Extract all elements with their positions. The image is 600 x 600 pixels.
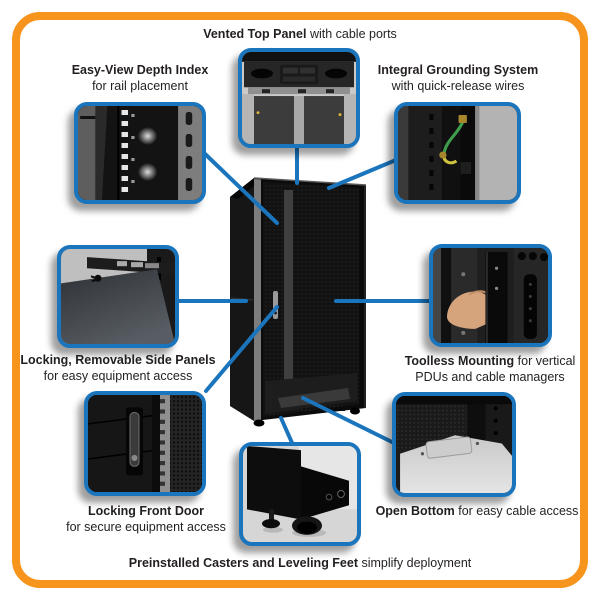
front-door-label-line2: for secure equipment access (66, 520, 226, 534)
hand (446, 291, 490, 329)
door-handle (129, 412, 140, 467)
toolless-mounting-photo (429, 244, 552, 347)
toolless-label-title: Toolless Mounting (404, 354, 515, 368)
grounding-label: Integral Grounding System with quick-rel… (348, 62, 568, 94)
open-bottom-label-title: Open Bottom (375, 504, 455, 518)
rack-caster (350, 407, 360, 415)
vented-top-label-rest: with cable ports (306, 27, 397, 41)
side-panels-photo (57, 245, 179, 348)
casters-label-rest: simplify deployment (358, 556, 472, 570)
toolless-label-rest: for vertical (514, 354, 576, 368)
connector-open-bottom (301, 396, 398, 446)
front-door-label-title: Locking Front Door (88, 504, 204, 518)
side-panels-label: Locking, Removable Side Panels for easy … (4, 352, 232, 384)
toolless-label: Toolless Mounting for vertical PDUs and … (376, 353, 600, 385)
cable-bracket (425, 436, 473, 459)
depth-index-label-line2: for rail placement (92, 79, 188, 93)
vented-top-label: Vented Top Panel with cable ports (0, 26, 600, 42)
open-bottom-label: Open Bottom for easy cable access (362, 503, 592, 519)
casters-photo (239, 442, 361, 546)
depth-index-photo (74, 102, 206, 204)
mesh-panel (170, 395, 202, 492)
depth-index-label: Easy-View Depth Index for rail placement (30, 62, 250, 94)
leveling-foot (262, 519, 280, 529)
open-bottom-label-rest: for easy cable access (454, 504, 579, 518)
grounding-label-title: Integral Grounding System (377, 63, 539, 77)
open-bottom-photo (392, 392, 516, 497)
pdu-bracket (485, 252, 508, 343)
rack-vent-column (284, 190, 293, 409)
side-panel-surface (61, 269, 175, 344)
grounding-photo (394, 102, 521, 204)
cabinet-corner (247, 446, 301, 520)
rack-caster (253, 419, 265, 427)
casters-label: Preinstalled Casters and Leveling Feet s… (0, 555, 600, 571)
front-door-photo (84, 391, 206, 496)
toolless-label-line2: PDUs and cable managers (415, 370, 565, 384)
casters-label-title: Preinstalled Casters and Leveling Feet (128, 556, 358, 570)
vented-top-label-title: Vented Top Panel (203, 27, 307, 41)
depth-index-label-title: Easy-View Depth Index (71, 63, 209, 77)
connector-depth-index (201, 150, 279, 225)
grounding-label-line2: with quick-release wires (391, 79, 525, 93)
connector-grounding (327, 158, 398, 190)
vented-top-photo (238, 48, 360, 148)
side-panels-label-line2: for easy equipment access (43, 369, 193, 383)
side-panels-label-title: Locking, Removable Side Panels (20, 353, 216, 367)
grounding-wire (442, 121, 465, 155)
connector-casters (279, 416, 295, 447)
front-door-label: Locking Front Door for secure equipment … (36, 503, 256, 535)
door-lock (131, 454, 138, 462)
connector-front-door (204, 305, 279, 393)
